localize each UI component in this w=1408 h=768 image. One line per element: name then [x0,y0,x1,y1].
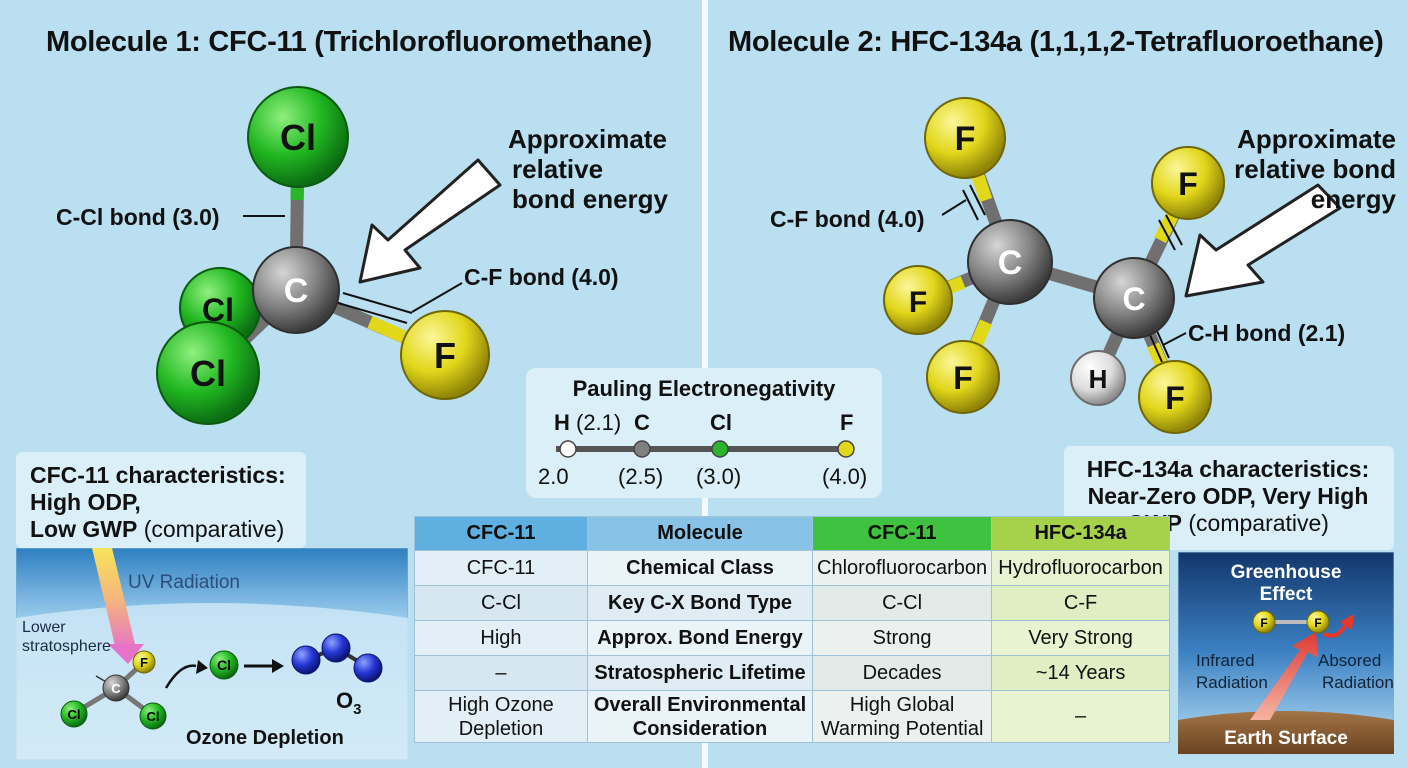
svg-text:Earth Surface: Earth Surface [1224,728,1348,749]
atom-f5 [1138,360,1212,434]
cf-bond-label-2: C-F bond (4.0) [770,206,925,232]
en-label-c: C [634,410,650,435]
electronegativity-card: Pauling Electronegativity H (2.1) C Cl F… [526,368,882,498]
svg-text:F: F [955,120,976,158]
en-label-h: H [554,410,570,435]
svg-text:C: C [1122,281,1145,317]
svg-text:Infrared: Infrared [1196,651,1255,670]
ccl-bond-label: C-Cl bond (3.0) [56,204,220,230]
table-header-col1: CFC-11 [414,516,588,551]
atom-f3 [883,265,953,335]
atom-cl-bottom [156,321,260,425]
cfc11-molecule-diagram: Cl Cl Cl C F [156,86,502,425]
atom-cl-top [247,86,349,188]
bond-energy-note-2: Approximate relative bond energy [1234,124,1396,214]
svg-text:Cl: Cl [68,707,81,722]
svg-text:F: F [1260,616,1267,630]
svg-text:C: C [111,681,121,696]
bond-energy-arrow-icon-2 [1184,183,1342,298]
en-scale-4-0: (4.0) [822,464,868,489]
atom-carbon [252,246,340,334]
ch-bond-label: C-H bond (2.1) [1188,320,1346,346]
atom-f1 [924,97,1006,179]
atom-c2 [1093,257,1175,339]
electronegativity-scale [556,440,855,458]
svg-text:C: C [284,272,309,310]
cfc11-characteristics: CFC-11 characteristics: High ODP, Low GW… [30,462,286,542]
en-label-cl: Cl [710,410,732,435]
bond-energy-note: Approximate relative bond energy [508,124,669,214]
svg-text:Cl: Cl [147,709,160,724]
svg-text:Cl: Cl [280,117,316,158]
svg-text:F: F [140,655,148,670]
svg-text:Ozone Depletion: Ozone Depletion [186,727,344,749]
table-row: CFC-11 Chemical Class Chlorofluorocarbon… [414,550,1170,586]
svg-text:UV Radiation: UV Radiation [128,572,240,593]
bond-energy-arrow-icon [358,158,502,284]
table-header-row: CFC-11 Molecule CFC-11 HFC-134a [414,516,1170,551]
svg-text:F: F [1178,166,1198,202]
svg-text:Radiation: Radiation [1196,673,1268,692]
en-scale-2-5: (2.5) [618,464,664,489]
svg-text:Radiation: Radiation [1322,673,1394,692]
table-row: C-Cl Key C-X Bond Type C-Cl C-F [414,585,1170,621]
atom-f2 [1151,146,1225,220]
svg-text:F: F [434,335,456,376]
table-row: High Approx. Bond Energy Strong Very Str… [414,620,1170,656]
en-value-h: (2.1) [576,410,622,435]
en-scale-2-0: 2.0 [538,464,569,489]
en-dot-h [559,440,577,458]
hfc134a-molecule-diagram: F F F F F C C H [883,97,1342,434]
svg-text:F: F [953,360,973,396]
atom-c1 [967,219,1053,305]
en-dot-cl [711,440,729,458]
atom-f4 [926,340,1000,414]
hfc134a-characteristics: HFC-134a characteristics: Near-Zero ODP,… [1086,456,1370,536]
table-header-hfc134a: HFC-134a [991,516,1170,551]
table-header-cfc11: CFC-11 [812,516,993,551]
molecule1-title: Molecule 1: CFC-11 (Trichlorofluorometha… [46,26,652,58]
svg-text:Cl: Cl [217,657,231,673]
ozone-depletion-panel: UV Radiation Lower stratosphere F C Cl C… [16,548,408,760]
en-dot-f [837,440,855,458]
svg-text:Lower: Lower [22,619,66,636]
atom-h [1070,350,1126,406]
en-dot-c [633,440,651,458]
comparison-table: CFC-11 Molecule CFC-11 HFC-134a CFC-11 C… [414,516,1170,743]
cf-bond-label: C-F bond (4.0) [464,264,619,290]
greenhouse-effect-panel: Greenhouse Effect F F Infrared Radiation… [1178,552,1394,754]
svg-text:C: C [998,244,1023,282]
svg-text:Effect: Effect [1260,584,1313,605]
table-row: High Ozone Depletion Overall Environment… [414,690,1170,743]
svg-text:stratosphere: stratosphere [22,638,111,655]
molecule2-title: Molecule 2: HFC-134a (1,1,1,2-Tetrafluor… [728,26,1384,58]
svg-text:O3: O3 [336,688,361,718]
table-header-molecule: Molecule [586,516,814,551]
en-label-f: F [840,410,854,435]
svg-text:F: F [1165,380,1185,416]
svg-text:Absored: Absored [1318,651,1381,670]
svg-text:Greenhouse: Greenhouse [1231,562,1342,583]
svg-text:H: H [1089,364,1108,394]
table-row: – Stratospheric Lifetime Decades ~14 Yea… [414,655,1170,691]
atom-fluorine [400,310,490,400]
electronegativity-title: Pauling Electronegativity [572,376,836,401]
svg-text:F: F [909,286,927,319]
cfc11-characteristics-card [16,452,306,548]
svg-text:F: F [1314,616,1321,630]
en-scale-3-0: (3.0) [696,464,742,489]
svg-text:Cl: Cl [190,353,226,394]
